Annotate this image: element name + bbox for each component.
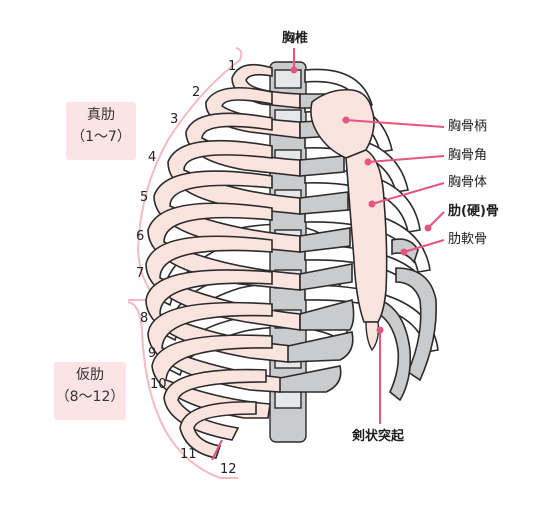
rib-number-2: 2 <box>192 85 201 100</box>
left-ribs-bone <box>145 63 301 459</box>
label-manubrium: 胸骨柄 <box>448 119 488 134</box>
rib-number-7: 7 <box>136 266 145 281</box>
leader-lines <box>211 48 445 461</box>
label-thoracic-vertebra: 胸椎 <box>282 31 309 46</box>
rib-number-3: 3 <box>170 112 179 127</box>
true-ribs-group: 真肋 （1〜7） <box>66 102 136 160</box>
rib-number-6: 6 <box>136 229 145 244</box>
false-ribs-range: （8〜12） <box>55 389 125 405</box>
rib-number-12: 12 <box>220 462 237 477</box>
true-ribs-bracket <box>128 47 243 301</box>
false-ribs-bracket <box>127 301 238 479</box>
sternal-body-shape <box>345 149 388 323</box>
rib-number-1: 1 <box>228 59 237 74</box>
rib-number-8: 8 <box>140 311 149 326</box>
label-xiphoid: 剣状突起 <box>352 429 405 444</box>
manubrium-shape <box>310 88 375 159</box>
label-costal-cartilage: 肋軟骨 <box>448 232 488 247</box>
rib-number-4: 4 <box>148 150 157 165</box>
rib-number-10: 10 <box>150 377 167 392</box>
left-costal-cartilage <box>279 93 355 393</box>
false-ribs-name: 仮肋 <box>76 367 104 383</box>
label-sternal-angle: 胸骨角 <box>448 148 488 163</box>
rib-number-5: 5 <box>140 190 149 205</box>
sternum <box>310 88 388 323</box>
true-ribs-range: （1〜7） <box>71 129 131 145</box>
rib-number-9: 9 <box>148 346 157 361</box>
false-ribs-group: 仮肋 （8〜12） <box>54 362 126 420</box>
label-sternal-body: 胸骨体 <box>448 175 488 190</box>
label-rib-bone: 肋(硬)骨 <box>448 204 499 219</box>
xiphoid-shape <box>365 321 380 352</box>
right-costal-cartilage <box>375 238 437 402</box>
true-ribs-name: 真肋 <box>87 107 115 123</box>
rib-number-11: 11 <box>180 447 197 462</box>
